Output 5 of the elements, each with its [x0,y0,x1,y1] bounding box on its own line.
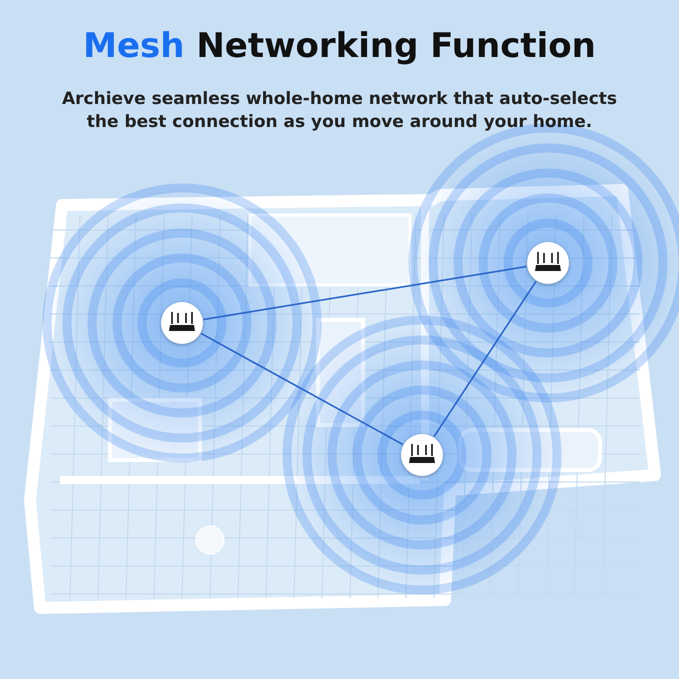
subtitle: Archieve seamless whole-home network that auto-selects the best connection as you move around your home. [60,88,618,134]
connection-line [433,280,537,438]
connection-line [200,332,404,446]
title: Mesh Networking Function [82,26,597,66]
connection-line [204,266,526,320]
